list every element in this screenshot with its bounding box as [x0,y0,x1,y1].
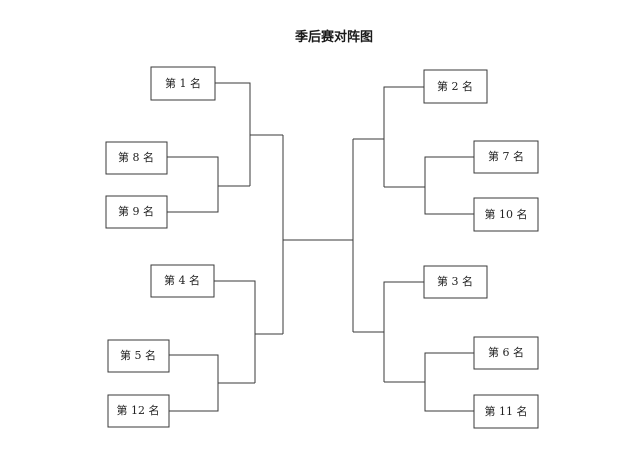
seed-box-11: 第 11 名 [473,394,539,429]
seed-box-1: 第 1 名 [150,66,216,101]
seed-box-5: 第 5 名 [107,339,170,373]
connector-4-5-12 [214,280,256,383]
seed-label-3: 第 3 名 [437,274,473,288]
seed-label-12: 第 12 名 [117,403,160,417]
seed-box-4: 第 4 名 [150,264,215,298]
bracket-title: 季后赛对阵图 [294,29,373,45]
connector-8-9 [167,156,250,213]
seed-box-2: 第 2 名 [423,69,488,104]
connector-6-11 [384,352,474,412]
seed-label-6: 第 6 名 [488,345,524,359]
seed-label-2: 第 2 名 [437,79,473,93]
seed-label-11: 第 11 名 [485,404,528,418]
connector-1-8-9 [215,82,251,186]
seed-label-9: 第 9 名 [118,204,154,218]
seed-label-7: 第 7 名 [488,149,524,163]
seed-box-7: 第 7 名 [473,140,539,174]
seed-box-6: 第 6 名 [473,336,539,370]
seed-label-8: 第 8 名 [118,150,154,164]
connector-5-12 [169,354,255,412]
seed-label-1: 第 1 名 [165,76,201,90]
seed-label-10: 第 10 名 [485,207,528,221]
seed-box-8: 第 8 名 [105,141,168,175]
seed-label-4: 第 4 名 [164,273,200,287]
connector-3-6-11 [383,281,424,382]
connector-2-7-10 [383,86,424,187]
seed-label-5: 第 5 名 [120,348,156,362]
seed-box-3: 第 3 名 [423,265,488,299]
seed-box-9: 第 9 名 [105,195,168,229]
connector-7-10 [384,156,474,215]
seed-box-12: 第 12 名 [107,394,170,428]
seed-box-10: 第 10 名 [473,197,539,232]
